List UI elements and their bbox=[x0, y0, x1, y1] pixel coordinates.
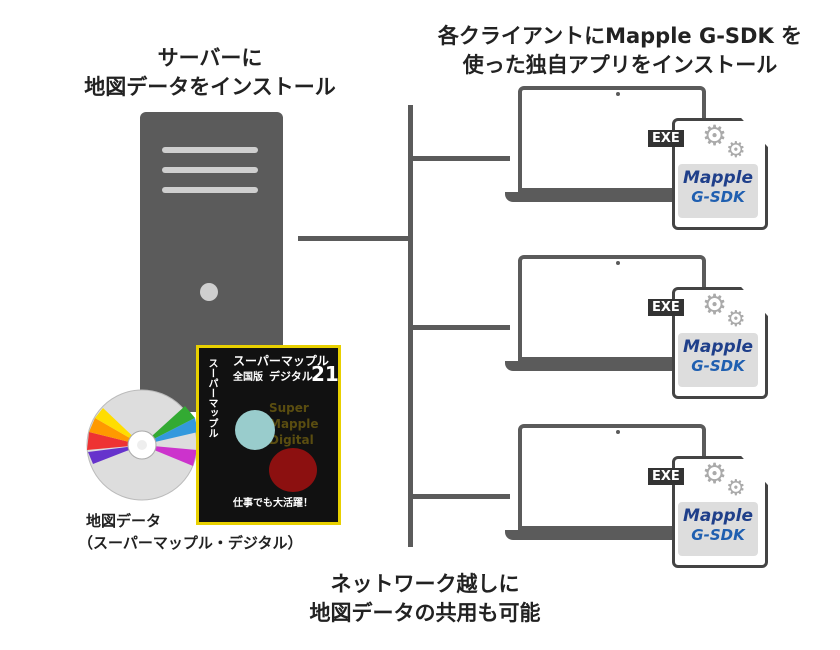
client-title: 各クライアントにMapple G-SDK を 使った独自アプリをインストール bbox=[420, 22, 820, 80]
cd-disc-icon bbox=[86, 389, 198, 501]
drive-slot bbox=[162, 187, 258, 193]
box-title: スーパーマップル bbox=[233, 354, 329, 368]
product-box: スーパーマップル スーパーマップル 全国版 デジタル 21 Super Mapp… bbox=[196, 345, 341, 525]
client-title-line: 使った独自アプリをインストール bbox=[462, 53, 778, 77]
exe-tag: EXE bbox=[648, 468, 684, 485]
client-link bbox=[410, 494, 510, 499]
box-english-title: Super Mapple Digital bbox=[269, 401, 319, 447]
client-link bbox=[410, 325, 510, 330]
server-title-line: 地図データをインストール bbox=[84, 75, 336, 99]
box-title-2: デジタル bbox=[269, 370, 313, 383]
exe-tag: EXE bbox=[648, 130, 684, 147]
server-title-line: サーバーに bbox=[157, 46, 263, 70]
map-globe-image bbox=[235, 410, 275, 450]
brand-text: Mapple bbox=[682, 506, 754, 526]
network-caption: ネットワーク越しに 地図データの共用も可能 bbox=[260, 570, 590, 628]
product-text: G-SDK bbox=[691, 526, 745, 544]
box-spine-text: スーパーマップル bbox=[206, 358, 217, 438]
gear-icon: ⚙ bbox=[726, 476, 746, 501]
client-link bbox=[410, 156, 510, 161]
brand-text: Mapple bbox=[682, 168, 754, 188]
disc-caption-sub: （スーパーマップル・デジタル） bbox=[78, 534, 303, 552]
box-version: 21 bbox=[311, 362, 339, 386]
product-text: G-SDK bbox=[691, 188, 745, 206]
server-title: サーバーに 地図データをインストール bbox=[60, 44, 360, 102]
gear-icon: ⚙ bbox=[702, 119, 728, 152]
product-text: G-SDK bbox=[691, 357, 745, 375]
drive-slot bbox=[162, 167, 258, 173]
client-title-line: 各クライアントにMapple G-SDK を bbox=[437, 24, 803, 48]
brand-text: Mapple bbox=[682, 337, 754, 357]
apple-image bbox=[269, 448, 317, 492]
network-caption-line: 地図データの共用も可能 bbox=[309, 601, 541, 625]
gear-icon: ⚙ bbox=[726, 307, 746, 332]
box-edition: 全国版 bbox=[233, 372, 263, 383]
power-button-icon bbox=[200, 283, 218, 301]
network-caption-line: ネットワーク越しに bbox=[330, 572, 520, 596]
gear-icon: ⚙ bbox=[702, 288, 728, 321]
exe-tag: EXE bbox=[648, 299, 684, 316]
gear-icon: ⚙ bbox=[702, 457, 728, 490]
disc-caption: 地図データ bbox=[86, 512, 162, 530]
drive-slot bbox=[162, 147, 258, 153]
gear-icon: ⚙ bbox=[726, 138, 746, 163]
server-link bbox=[298, 236, 412, 241]
box-tagline: 仕事でも大活躍！ bbox=[233, 498, 313, 509]
